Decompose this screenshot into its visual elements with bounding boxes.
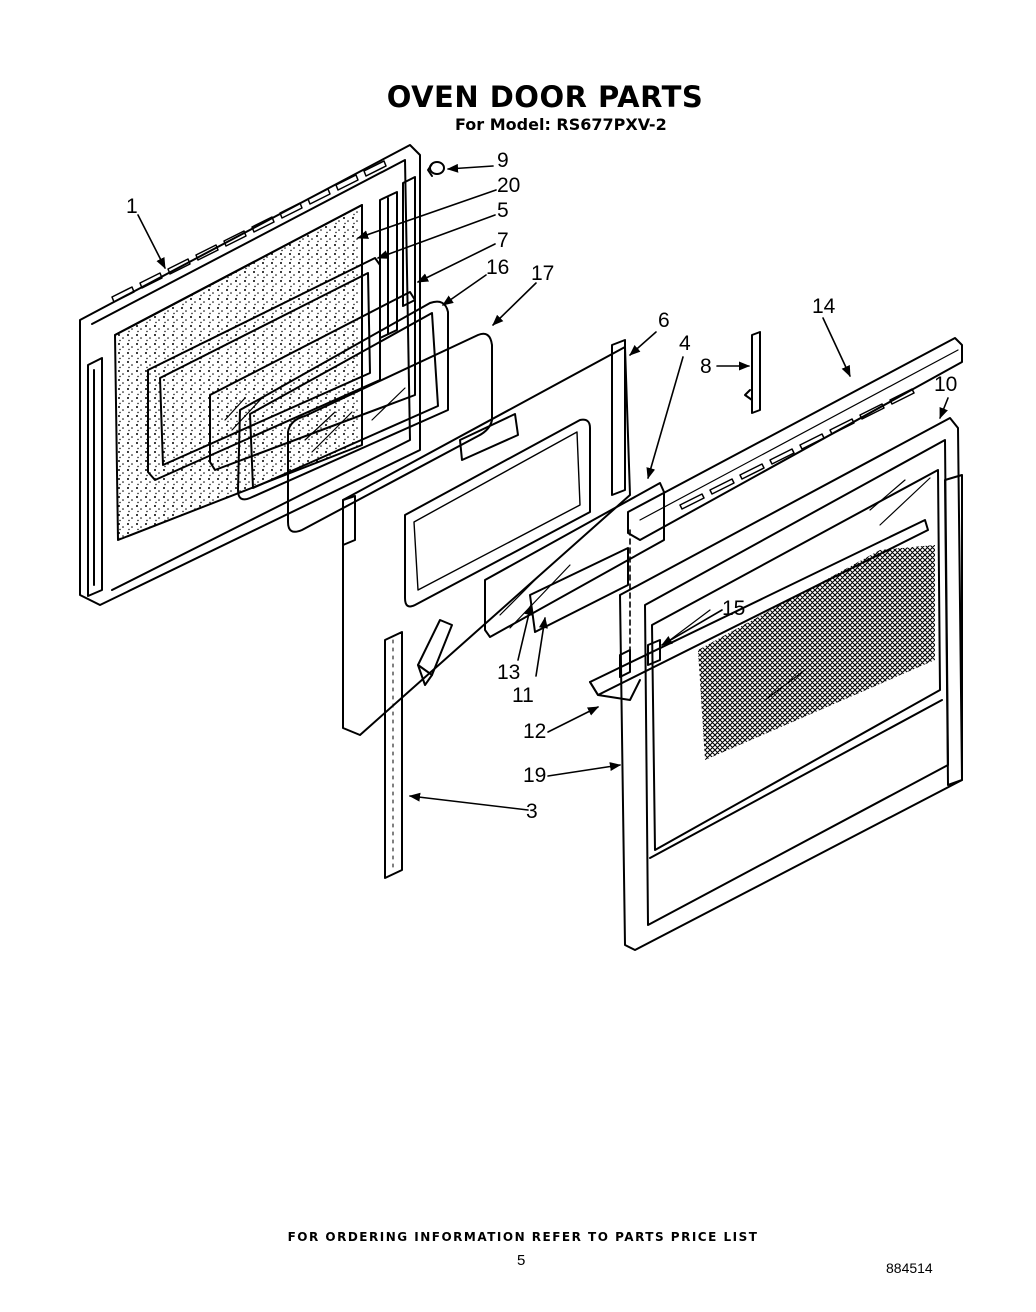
part-14-top-trim (627, 337, 963, 541)
page-title: OVEN DOOR PARTS (386, 80, 704, 114)
angle-bracket (417, 619, 453, 686)
leader-lines (137, 163, 949, 811)
callout-1: 1 (126, 195, 138, 218)
callout-6: 6 (658, 309, 670, 332)
part-9-knob (427, 161, 445, 177)
part-19-outer-door (589, 417, 963, 951)
model-subtitle: For Model: RS677PXV-2 (455, 115, 667, 134)
callout-19: 19 (523, 764, 547, 787)
callout-11: 11 (512, 684, 534, 707)
part-3-strip (384, 631, 403, 879)
callout-20: 20 (497, 174, 521, 197)
page-number: 5 (517, 1252, 526, 1269)
part-7-inner-glass (209, 291, 416, 471)
callout-13: 13 (497, 661, 521, 684)
callout-8: 8 (700, 355, 712, 378)
part-6-middle-panel (342, 339, 631, 736)
callout-15: 15 (722, 597, 746, 620)
part-16-gasket (237, 300, 449, 501)
callout-14: 14 (812, 295, 836, 318)
callout-5: 5 (497, 199, 509, 222)
document-number: 884514 (886, 1260, 933, 1276)
callout-10: 10 (934, 373, 958, 396)
callout-12: 12 (523, 720, 547, 743)
callout-3: 3 (526, 800, 538, 823)
part-8-clip (744, 331, 761, 414)
callout-7: 7 (497, 229, 509, 252)
inner-door-panel (79, 144, 421, 606)
ordering-note: FOR ORDERING INFORMATION REFER TO PARTS … (287, 1230, 759, 1244)
callout-4: 4 (679, 332, 691, 355)
callout-17: 17 (531, 262, 555, 285)
part-4-13-11-window (484, 482, 665, 638)
callout-16: 16 (486, 256, 510, 279)
callout-9: 9 (497, 149, 509, 172)
